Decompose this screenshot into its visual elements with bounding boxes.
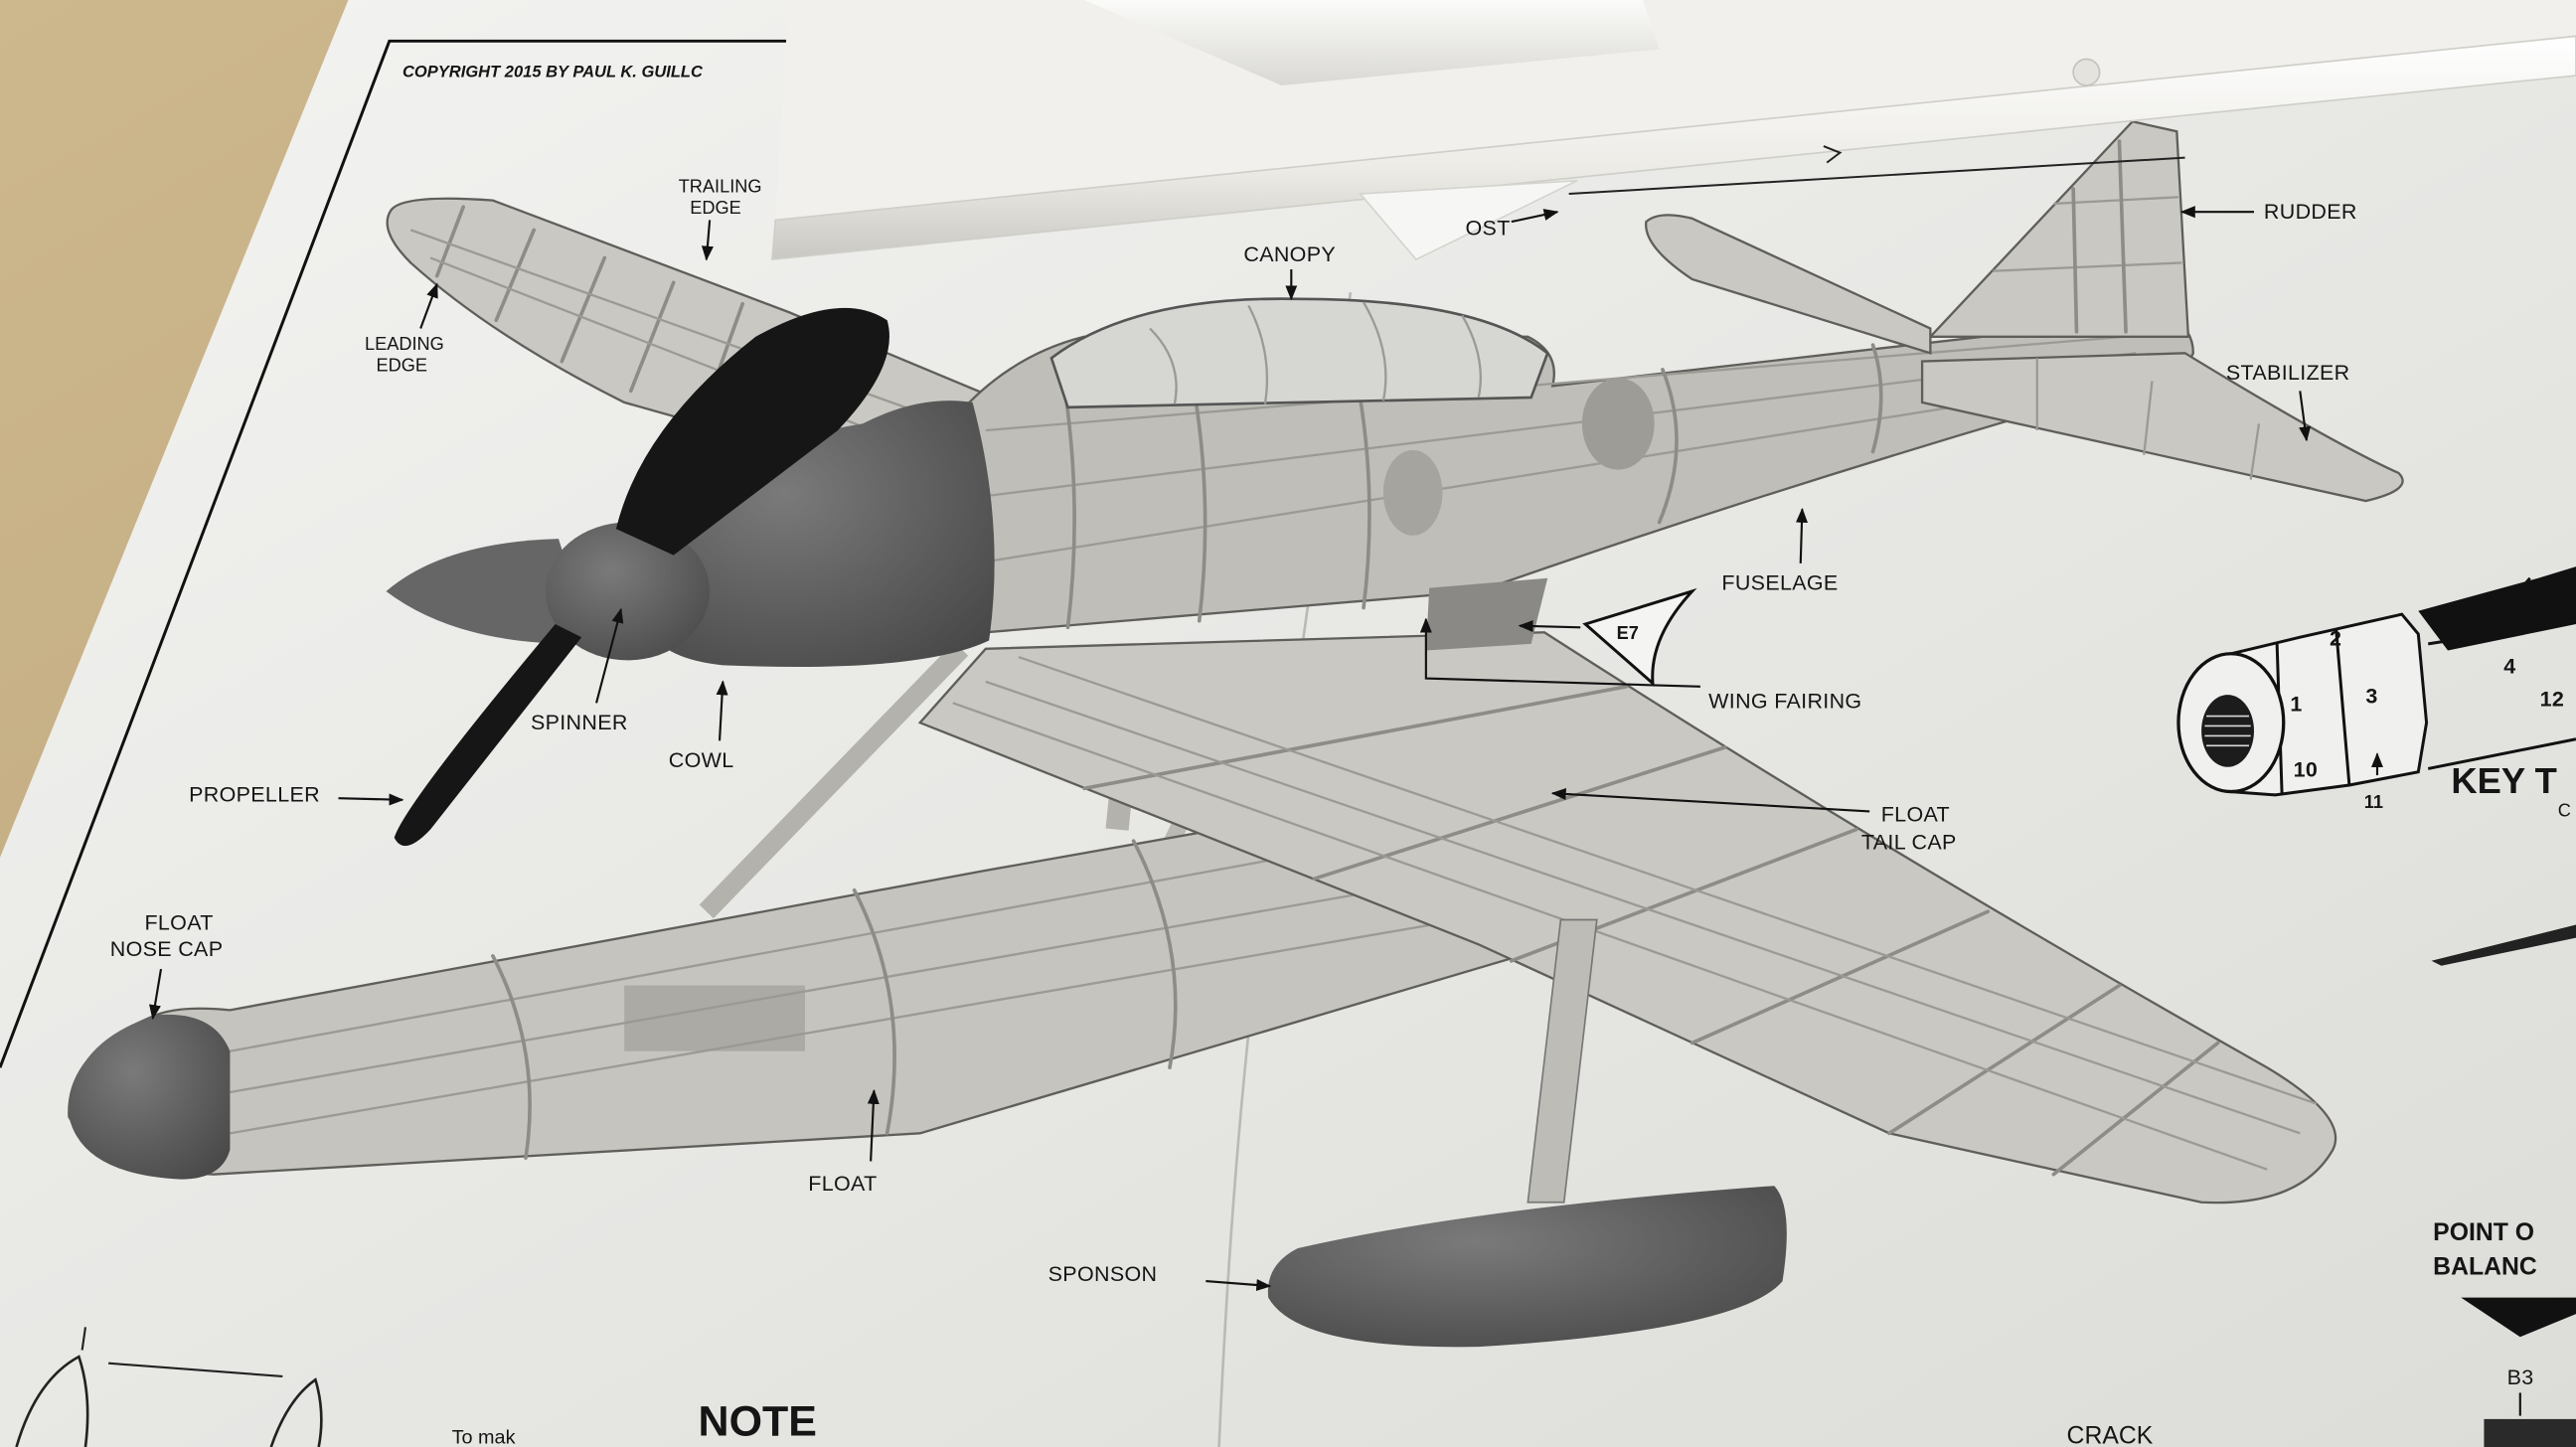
arrow-cowl (716, 680, 728, 741)
key-number-3: 3 (2365, 684, 2377, 708)
stabilizer-ribs (2035, 358, 2261, 480)
plastic-sprue-rod (771, 35, 2576, 261)
label-propeller: PROPELLER (189, 783, 320, 807)
label-stabilizer: STABILIZER (2226, 361, 2350, 385)
crack-label: CRACK (2067, 1423, 2154, 1447)
label-trailing: TRAILING (679, 176, 762, 196)
label-float: FLOAT (808, 1172, 877, 1196)
right-wing-ribs (952, 655, 2318, 1177)
key-cowl-grille (2201, 695, 2254, 767)
label-float-tail-cap: TAIL CAP (1861, 830, 1957, 854)
arrow-trailing-edge (701, 220, 714, 261)
key-black-stripe (2418, 566, 2576, 651)
arrow-propeller (338, 793, 404, 806)
wing-fairing (1425, 577, 1548, 651)
left-stabilizer (1645, 214, 1932, 355)
arrow-float-tail-cap (1550, 788, 1870, 813)
dimension-arrow (1823, 145, 1843, 164)
label-float-nose-cap: NOSE CAP (110, 937, 224, 961)
propeller-lower-blade (394, 624, 582, 847)
float-nose-cap (69, 1014, 231, 1180)
note-text-fragment: To mak (452, 1427, 516, 1447)
balance-triangle (2461, 1297, 2576, 1338)
plastic-tab (1359, 179, 1578, 261)
sprue-knob (2072, 58, 2101, 86)
label-trailing-edge: EDGE (690, 198, 741, 218)
arrow-fuselage (1795, 507, 1809, 563)
plastic-raised-block (1084, 0, 1660, 85)
arrow-wing-fairing (1419, 617, 1700, 688)
label-rudder: RUDDER (2264, 200, 2357, 224)
key-diagram: 1 2 3 4 10 11 12 KEY T C (2176, 566, 2576, 820)
cowl (644, 401, 995, 667)
key-number-2: 2 (2330, 627, 2341, 651)
label-spinner: SPINNER (531, 711, 628, 734)
part-badge-e7-text: E7 (1617, 623, 1639, 643)
key-number-11: 11 (2364, 792, 2383, 812)
arrow-sponson (1206, 1279, 1272, 1291)
part-badge-e7 (1582, 587, 1697, 688)
front-float-strut (699, 641, 969, 919)
label-fuselage: FUSELAGE (1721, 570, 1838, 594)
right-edge-wedge-drawing (2431, 924, 2576, 966)
key-subtitle: C (2558, 800, 2571, 820)
arrow-e7 (1518, 620, 1581, 633)
label-leading-edge: EDGE (377, 356, 428, 376)
plan-border-line (0, 39, 789, 1068)
key-rear-outline (2427, 576, 2576, 770)
balance-part-label: B3 (2507, 1366, 2534, 1389)
rudder-ribs (1993, 139, 2182, 334)
label-sponson: SPONSON (1048, 1262, 1158, 1286)
arrow-leading-edge (419, 282, 438, 329)
label-canopy: CANOPY (1243, 242, 1336, 266)
arrow-spinner (595, 607, 624, 704)
copyright-text: COPYRIGHT 2015 BY PAUL K. GUILLC (402, 63, 704, 81)
label-float-tail: FLOAT (1881, 802, 1950, 826)
label-cowl: COWL (669, 748, 734, 772)
key-title: KEY T (2451, 760, 2556, 801)
spinner-nose-cone (386, 539, 592, 645)
arrow-stabilizer (2299, 391, 2312, 442)
key-number-12: 12 (2540, 688, 2565, 712)
sponson-strut (1527, 918, 1598, 1204)
arrow-float-nose-cap (149, 968, 163, 1021)
key-number-10: 10 (2294, 758, 2319, 782)
propeller-upper-blade (615, 307, 889, 556)
label-float-nose: FLOAT (144, 910, 213, 934)
note-heading: NOTE (699, 1397, 817, 1445)
dimension-line (1568, 156, 2185, 196)
key-number-1: 1 (2290, 693, 2302, 717)
callout-labels: TRAILING EDGE LEADING EDGE CANOPY OST RU… (110, 176, 2357, 1291)
label-wing-fairing: WING FAIRING (1708, 689, 1861, 713)
seaplane-drawing (68, 120, 2404, 1348)
sponson (1267, 1186, 1787, 1348)
balance-line-1: POINT O (2433, 1219, 2534, 1246)
spinner-hub (545, 522, 711, 661)
label-post-partial: OST (1466, 216, 1511, 240)
balance-part-block (2484, 1418, 2576, 1447)
arrow-post (1511, 209, 1559, 224)
canopy-frames (1149, 301, 1482, 404)
right-stabilizer (1920, 352, 2404, 503)
label-leading: LEADING (365, 334, 444, 354)
arrow-float (867, 1088, 880, 1162)
plastic-kit-parts (771, 0, 2576, 261)
bottom-wing-sketches (15, 1327, 323, 1447)
key-segment-divider (2334, 628, 2351, 786)
key-grille-slats (2204, 715, 2251, 747)
balance-line-2: BALANC (2433, 1253, 2537, 1280)
balance-point-marker: POINT O BALANC B3 (2433, 1219, 2576, 1447)
key-number-4: 4 (2503, 655, 2515, 679)
